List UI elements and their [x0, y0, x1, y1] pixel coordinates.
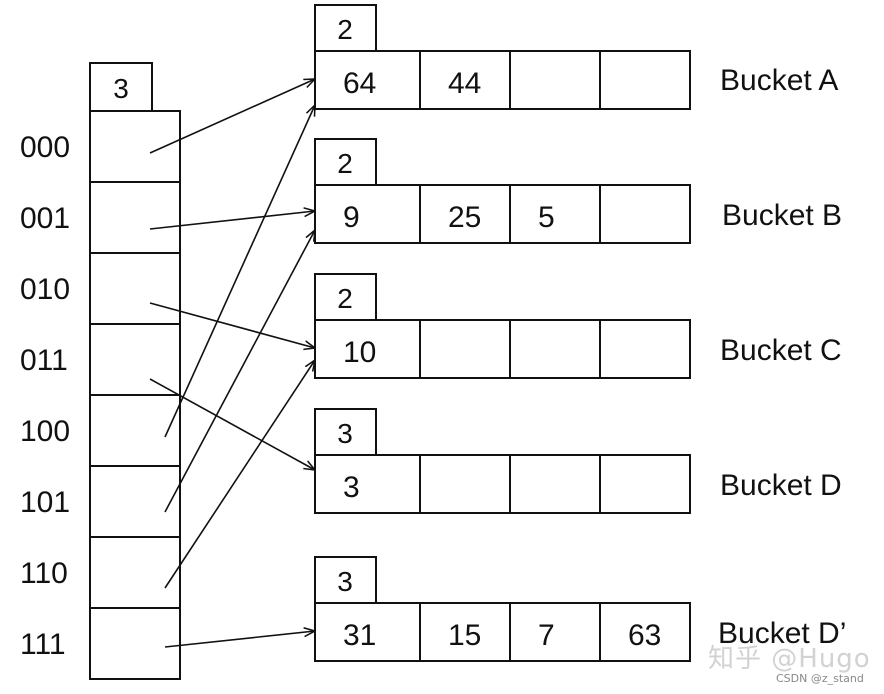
- directory-index-label: 000: [20, 131, 70, 164]
- global-depth-value: 3: [113, 73, 129, 104]
- directory-index-label: 100: [20, 415, 70, 448]
- bucket-slot-value: 44: [448, 67, 481, 100]
- directory-slot: [89, 181, 181, 254]
- bucket-slot-value: 7: [538, 619, 555, 652]
- local-depth-value: 3: [337, 418, 353, 449]
- local-depth-box: [314, 408, 377, 456]
- directory: 000 001 010 011 100 101 110 111: [20, 110, 181, 680]
- zhihu-watermark: 知乎 @Hugo: [708, 644, 871, 674]
- local-depth-value: 2: [337, 148, 353, 179]
- bucket: 2 9 25 5 Bucket B: [314, 138, 842, 244]
- directory-entry: 001: [20, 181, 181, 254]
- pointer-arrow: [164, 631, 315, 648]
- bucket-label: Bucket A: [720, 64, 838, 97]
- bucket-box: [314, 319, 691, 379]
- directory-entry: 000: [20, 110, 181, 183]
- bucket-slot-value: 15: [448, 619, 481, 652]
- directory-index-label: 111: [20, 628, 66, 661]
- directory-entry: 011: [20, 323, 181, 396]
- csdn-watermark: CSDN @z_stand: [776, 672, 864, 685]
- bucket-slot-value: 63: [628, 619, 661, 652]
- bucket-slot-value: 64: [343, 67, 376, 100]
- directory-index-label: 011: [20, 344, 68, 377]
- bucket-label: Bucket C: [720, 334, 842, 367]
- bucket-slot-value: 3: [343, 471, 360, 504]
- local-depth-value: 2: [337, 14, 353, 45]
- bucket-box: [314, 602, 691, 662]
- directory-slot: [89, 607, 181, 680]
- bucket-slot-value: 31: [343, 619, 376, 652]
- pointer-arrow: [164, 105, 315, 438]
- bucket: 3 31 15 7 63 Bucket D’: [314, 556, 846, 662]
- global-depth: 3: [89, 62, 153, 112]
- bucket-label: Bucket D: [720, 469, 842, 502]
- pointer-arrow: [149, 211, 315, 230]
- directory-index-label: 101: [20, 486, 70, 519]
- local-depth-value: 3: [337, 566, 353, 597]
- bucket: 2 64 44 Bucket A: [314, 4, 838, 110]
- local-depth-box: [314, 273, 377, 321]
- pointer-arrow: [164, 360, 315, 589]
- directory-entry: 111: [20, 607, 181, 680]
- global-depth-box: [89, 62, 153, 112]
- directory-entry: 110: [20, 536, 181, 609]
- directory-slot: [89, 252, 181, 325]
- directory-slot: [89, 536, 181, 609]
- directory-slot: [89, 323, 181, 396]
- local-depth-value: 2: [337, 283, 353, 314]
- bucket-label: Bucket B: [722, 199, 842, 232]
- bucket-slot-value: 25: [448, 201, 481, 234]
- directory-index-label: 010: [20, 273, 70, 306]
- bucket-slot-value: 9: [343, 201, 360, 234]
- bucket-slot-value: 5: [538, 201, 555, 234]
- directory-index-label: 001: [20, 202, 70, 235]
- pointer-arrow: [164, 230, 315, 513]
- pointer-arrow: [149, 378, 315, 470]
- pointer-arrow: [149, 79, 315, 154]
- directory-slot: [89, 465, 181, 538]
- bucket: 2 10 Bucket C: [314, 273, 842, 379]
- bucket-box: [314, 454, 691, 514]
- bucket-slot-value: 10: [343, 336, 376, 369]
- directory-entry: 010: [20, 252, 181, 325]
- directory-slot: [89, 110, 181, 183]
- bucket-label: Bucket D’: [718, 617, 846, 650]
- directory-pointers: [149, 79, 315, 648]
- directory-index-label: 110: [20, 557, 68, 590]
- directory-slot: [89, 394, 181, 467]
- directory-entry: 100: [20, 394, 181, 467]
- bucket-box: [314, 184, 691, 244]
- pointer-arrow: [149, 302, 315, 348]
- directory-entry: 101: [20, 465, 181, 538]
- bucket-box: [314, 50, 691, 110]
